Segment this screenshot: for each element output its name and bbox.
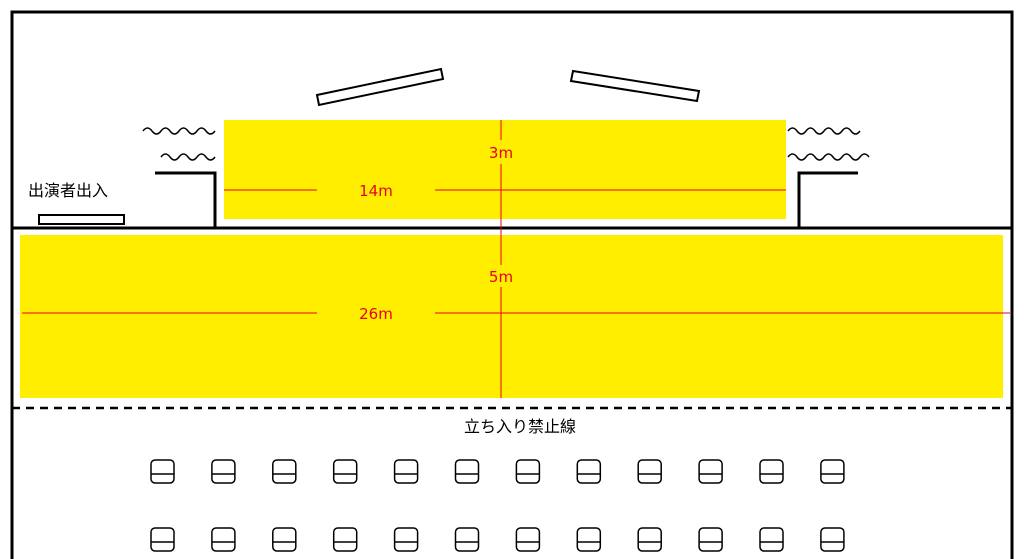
chair-icon <box>698 459 723 484</box>
chair-icon <box>332 459 358 484</box>
audience-seating <box>150 459 845 552</box>
curtain-icon <box>787 127 861 135</box>
chair-icon <box>820 527 845 552</box>
chair-icon <box>272 459 297 484</box>
chair-icon <box>150 459 175 484</box>
chair-icon <box>698 527 723 552</box>
stage-wall-right <box>797 171 858 228</box>
lower-stage-depth-label: 5m <box>489 268 513 286</box>
outer-wall <box>10 10 1014 559</box>
chair-icon <box>393 527 419 552</box>
chair-icon <box>637 527 662 552</box>
chair-icon <box>759 459 784 484</box>
chair-icon <box>637 459 662 484</box>
no-entry-line-label: 立ち入り禁止線 <box>464 417 576 436</box>
reflector-panel-right <box>569 69 701 103</box>
chair-icon <box>211 459 236 484</box>
chair-icon <box>759 527 784 552</box>
chair-icon <box>515 459 541 484</box>
chair-icon <box>150 527 175 552</box>
curtain-icon <box>160 153 216 161</box>
performer-entrance-marker <box>38 214 125 225</box>
upper-stage-width-label: 14m <box>359 182 393 200</box>
curtain-icon <box>787 153 870 161</box>
lower-stage-area <box>20 235 1003 398</box>
dimension-lines <box>22 120 1010 398</box>
chair-icon <box>576 527 602 552</box>
upper-stage-depth-label: 3m <box>489 144 513 162</box>
performer-entrance-label: 出演者出入 <box>28 181 108 200</box>
chair-icon <box>454 527 480 552</box>
chair-icon <box>454 459 480 484</box>
chair-icon <box>211 527 236 552</box>
curtain-icon <box>142 127 216 135</box>
chair-icon <box>576 459 602 484</box>
chair-icon <box>515 527 541 552</box>
chair-icon <box>820 459 845 484</box>
chair-icon <box>332 527 358 552</box>
lower-stage-width-label: 26m <box>359 305 393 323</box>
chair-icon <box>272 527 297 552</box>
upper-stage-area <box>224 120 786 219</box>
stage-wall-left <box>155 171 217 228</box>
reflector-panel-left <box>315 67 445 107</box>
chair-icon <box>393 459 419 484</box>
